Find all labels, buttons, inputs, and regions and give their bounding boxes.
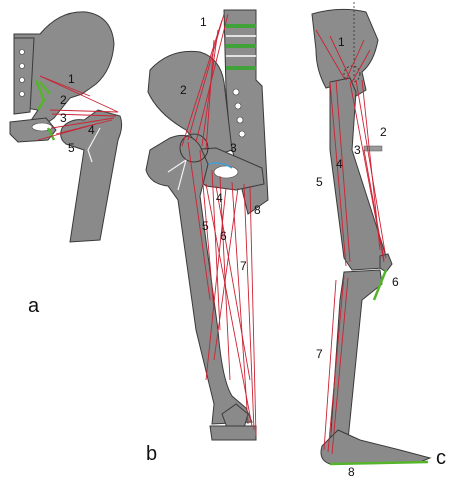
- panel-b-tibia-top: [210, 426, 256, 440]
- sacral-foramen: [233, 89, 239, 95]
- panel-c-number-2: 2: [380, 125, 387, 139]
- panel-b-number-3: 3: [230, 141, 237, 155]
- panel-c-number-6: 6: [392, 275, 399, 289]
- panel-b-number-4: 4: [216, 191, 223, 205]
- panel-c-number-7: 7: [316, 347, 323, 361]
- sacral-foramen: [20, 50, 25, 55]
- tendon-marker: [364, 146, 382, 151]
- panel-a-label: a: [28, 295, 40, 317]
- vertebral-disc: [226, 24, 256, 28]
- panel-c-number-8: 8: [348, 465, 355, 479]
- panel-b: 1 2 3 4 5 6 7 8 b: [146, 10, 268, 465]
- panel-a-number-2: 2: [60, 93, 67, 107]
- sacral-foramen: [239, 131, 245, 137]
- sacral-foramen: [235, 103, 241, 109]
- panel-a-number-1: 1: [68, 72, 75, 86]
- vertebral-disc: [226, 44, 256, 48]
- panel-a-number-3: 3: [60, 111, 67, 125]
- panel-c: 1 2 3 4 5 6 7 8 c: [312, 2, 446, 479]
- panel-b-number-8: 8: [254, 203, 261, 217]
- obturator-foramen: [214, 166, 238, 178]
- panel-c-number-3: 3: [354, 143, 361, 157]
- sacral-foramen: [20, 78, 25, 83]
- panel-a: 1 2 3 4 5 a: [10, 12, 122, 317]
- panel-b-number-1: 1: [200, 15, 207, 29]
- sacral-foramen: [20, 92, 25, 97]
- panel-a-number-5: 5: [68, 141, 75, 155]
- panel-b-number-2: 2: [180, 83, 187, 97]
- panel-b-label: b: [146, 443, 157, 465]
- panel-b-number-7: 7: [240, 259, 247, 273]
- sacral-foramen: [20, 64, 25, 69]
- panel-c-number-1: 1: [338, 35, 345, 49]
- panel-b-number-5: 5: [202, 219, 209, 233]
- panel-c-foot: [321, 430, 430, 464]
- sacral-foramen: [237, 117, 243, 123]
- panel-c-label: c: [436, 447, 446, 469]
- panel-c-number-4: 4: [336, 157, 343, 171]
- panel-a-sacrum: [14, 38, 34, 114]
- panel-a-number-4: 4: [88, 123, 95, 137]
- panel-b-number-6: 6: [220, 229, 227, 243]
- vertebral-disc: [226, 66, 256, 70]
- panel-c-number-5: 5: [316, 175, 323, 189]
